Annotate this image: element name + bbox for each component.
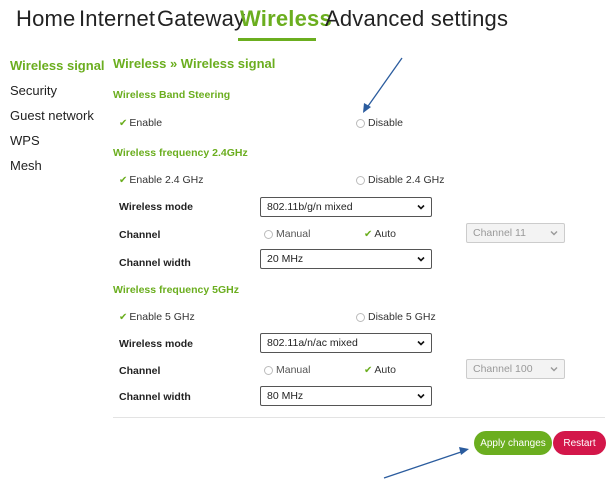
disable-24ghz-radio[interactable]: Disable 2.4 GHz bbox=[356, 174, 444, 186]
chevron-down-icon bbox=[550, 231, 558, 236]
channel-5-manual-radio[interactable]: Manual bbox=[264, 364, 310, 376]
channel-24-select[interactable]: Channel 11 bbox=[466, 223, 565, 243]
wireless-mode-5-value: 802.11a/n/ac mixed bbox=[267, 337, 358, 349]
top-navigation: Home Internet Gateway Wireless Advanced … bbox=[0, 6, 613, 42]
sidebar-item-security[interactable]: Security bbox=[10, 83, 57, 98]
nav-home[interactable]: Home bbox=[16, 6, 76, 31]
channel-5-label: Channel bbox=[119, 365, 161, 377]
nav-gateway[interactable]: Gateway bbox=[157, 6, 246, 31]
section-title-band-steering: Wireless Band Steering bbox=[113, 89, 231, 101]
band-steering-disable-radio[interactable]: Disable bbox=[356, 117, 403, 129]
nav-internet[interactable]: Internet bbox=[79, 6, 156, 31]
check-icon: ✔ bbox=[364, 364, 373, 376]
divider bbox=[113, 417, 605, 418]
sidebar-item-wireless-signal[interactable]: Wireless signal bbox=[10, 58, 105, 73]
wireless-mode-24-select[interactable]: 802.11b/g/n mixed bbox=[260, 197, 432, 217]
check-icon: ✔ bbox=[119, 117, 128, 129]
channel-width-5-value: 80 MHz bbox=[267, 390, 304, 402]
apply-changes-button[interactable]: Apply changes bbox=[474, 431, 552, 455]
check-icon: ✔ bbox=[364, 228, 373, 240]
check-icon: ✔ bbox=[119, 174, 128, 186]
channel-5-select[interactable]: Channel 100 bbox=[466, 359, 565, 379]
enable-5ghz-radio[interactable]: ✔Enable 5 GHz bbox=[119, 311, 195, 323]
disable-24ghz-label: Disable 2.4 GHz bbox=[368, 174, 445, 186]
main-content: Wireless » Wireless signal Wireless Band… bbox=[113, 0, 613, 481]
sidebar-item-mesh[interactable]: Mesh bbox=[10, 158, 42, 173]
channel-24-auto-label: Auto bbox=[374, 228, 396, 240]
nav-advanced-settings[interactable]: Advanced settings bbox=[325, 6, 509, 31]
wireless-mode-5-select[interactable]: 802.11a/n/ac mixed bbox=[260, 333, 432, 353]
sidebar-item-wps[interactable]: WPS bbox=[10, 133, 40, 148]
sidebar-item-guest-network[interactable]: Guest network bbox=[10, 108, 94, 123]
wireless-mode-24-value: 802.11b/g/n mixed bbox=[267, 201, 353, 213]
radio-empty-icon bbox=[356, 118, 365, 128]
channel-width-5-select[interactable]: 80 MHz bbox=[260, 386, 432, 406]
channel-24-label: Channel bbox=[119, 229, 161, 241]
chevron-down-icon bbox=[417, 393, 425, 399]
channel-width-5-label: Channel width bbox=[119, 391, 191, 403]
check-icon: ✔ bbox=[119, 311, 128, 323]
section-title-5ghz: Wireless frequency 5GHz bbox=[113, 284, 239, 296]
channel-24-value: Channel 11 bbox=[473, 227, 526, 239]
radio-empty-icon bbox=[356, 312, 365, 322]
disable-5ghz-radio[interactable]: Disable 5 GHz bbox=[356, 311, 436, 323]
disable-5ghz-label: Disable 5 GHz bbox=[368, 311, 436, 323]
active-nav-underline bbox=[238, 38, 316, 41]
band-steering-enable-label: Enable bbox=[129, 117, 163, 129]
channel-5-auto-radio[interactable]: ✔Auto bbox=[364, 364, 396, 376]
channel-width-24-select[interactable]: 20 MHz bbox=[260, 249, 432, 269]
channel-5-auto-label: Auto bbox=[374, 364, 396, 376]
chevron-down-icon bbox=[417, 204, 425, 210]
channel-24-manual-radio[interactable]: Manual bbox=[264, 228, 310, 240]
enable-24ghz-radio[interactable]: ✔Enable 2.4 GHz bbox=[119, 174, 204, 186]
band-steering-enable-radio[interactable]: ✔Enable bbox=[119, 117, 162, 129]
sidebar: Wireless signal Security Guest network W… bbox=[10, 57, 110, 182]
enable-5ghz-label: Enable 5 GHz bbox=[129, 311, 195, 323]
radio-empty-icon bbox=[264, 365, 273, 375]
channel-width-24-label: Channel width bbox=[119, 257, 191, 269]
breadcrumb: Wireless » Wireless signal bbox=[113, 56, 276, 71]
chevron-down-icon bbox=[550, 367, 558, 372]
channel-24-auto-radio[interactable]: ✔Auto bbox=[364, 228, 396, 240]
radio-empty-icon bbox=[264, 229, 273, 239]
chevron-down-icon bbox=[417, 256, 425, 262]
nav-wireless[interactable]: Wireless bbox=[240, 6, 332, 31]
enable-24ghz-label: Enable 2.4 GHz bbox=[129, 174, 204, 186]
channel-width-24-value: 20 MHz bbox=[267, 253, 304, 265]
band-steering-disable-label: Disable bbox=[368, 117, 404, 129]
channel-5-value: Channel 100 bbox=[473, 363, 533, 375]
wireless-mode-24-label: Wireless mode bbox=[119, 201, 194, 213]
channel-5-manual-label: Manual bbox=[276, 364, 311, 376]
wireless-mode-5-label: Wireless mode bbox=[119, 338, 194, 350]
section-title-24ghz: Wireless frequency 2.4GHz bbox=[113, 147, 248, 159]
channel-24-manual-label: Manual bbox=[276, 228, 311, 240]
chevron-down-icon bbox=[417, 340, 425, 346]
restart-button[interactable]: Restart bbox=[553, 431, 606, 455]
radio-empty-icon bbox=[356, 175, 365, 185]
